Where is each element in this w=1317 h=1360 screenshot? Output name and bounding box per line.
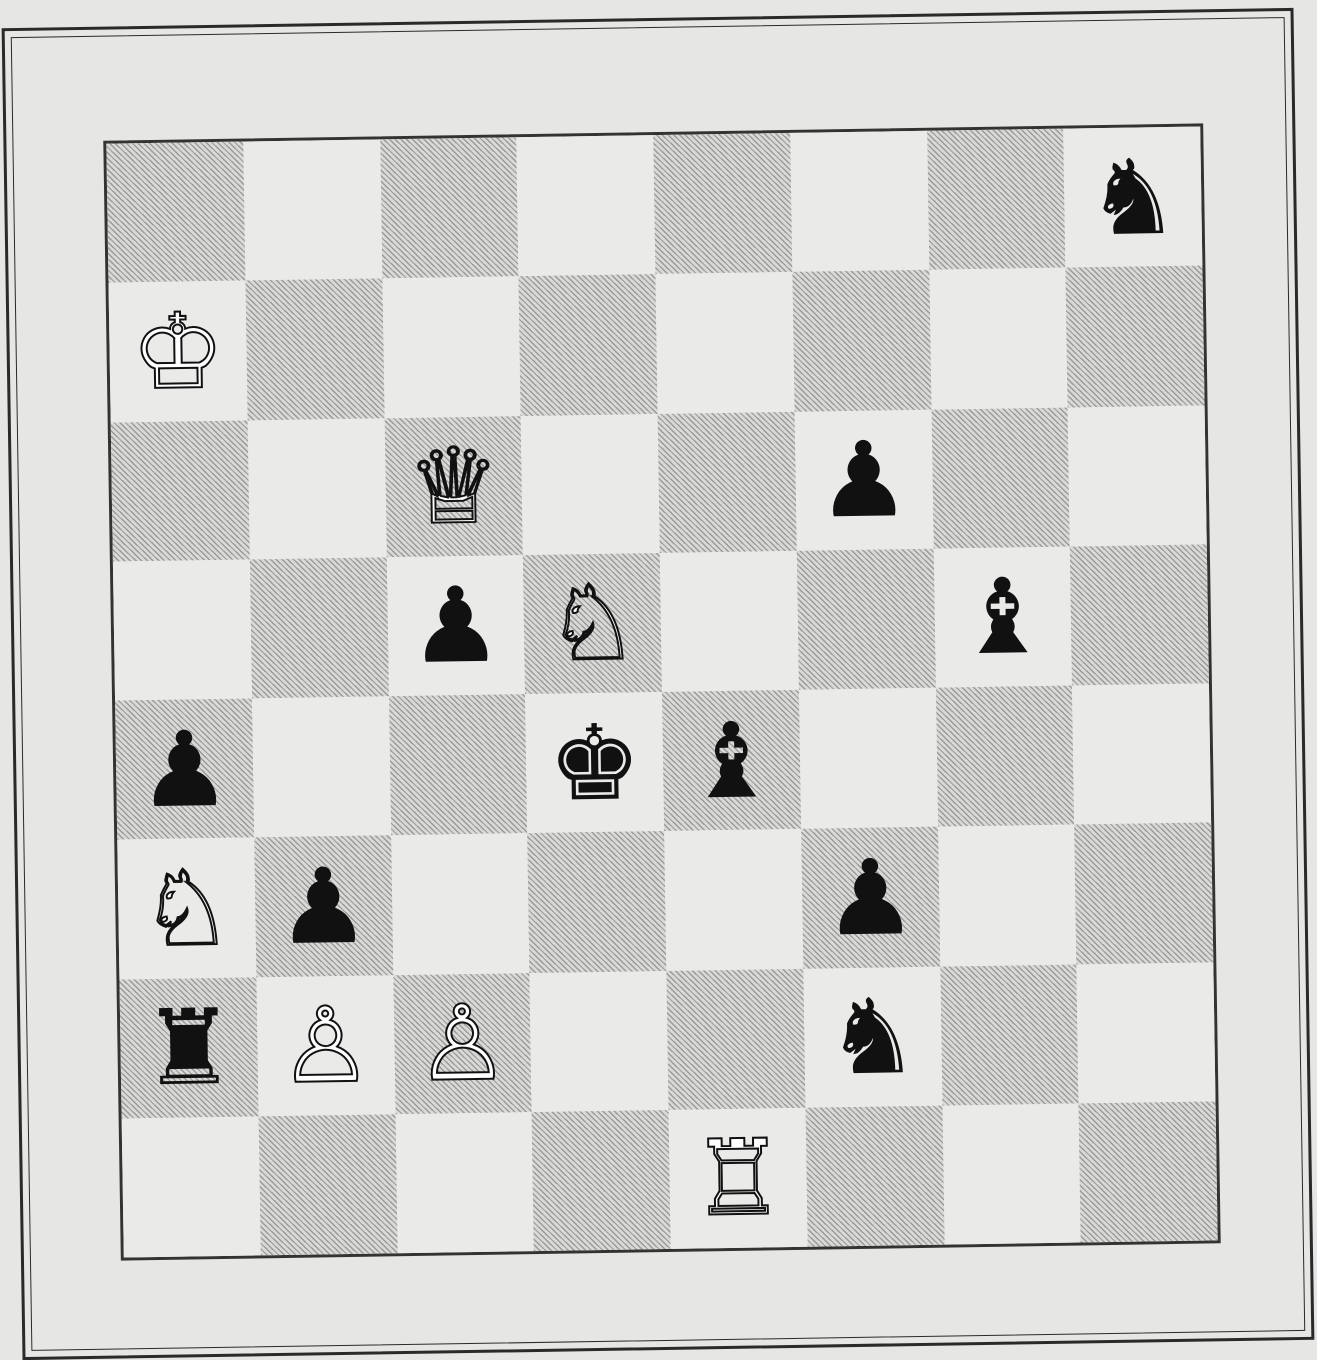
square-c8[interactable] [380, 137, 519, 278]
square-a1[interactable] [122, 1116, 261, 1257]
square-c2[interactable]: ♙ [393, 973, 532, 1114]
square-d5[interactable]: ♘ [523, 553, 662, 694]
square-f1[interactable] [805, 1105, 944, 1246]
square-g3[interactable] [938, 825, 1077, 966]
white-king-piece[interactable]: ♔ [131, 299, 226, 404]
square-a6[interactable] [111, 420, 250, 561]
square-g7[interactable] [929, 268, 1068, 409]
square-b3[interactable]: ♟ [254, 836, 393, 977]
square-f6[interactable]: ♟ [794, 409, 933, 550]
square-e4[interactable]: ♝ [662, 690, 801, 831]
black-bishop-piece[interactable]: ♝ [955, 564, 1050, 669]
square-e1[interactable]: ♖ [669, 1108, 808, 1249]
square-g4[interactable] [935, 686, 1074, 827]
white-pawn-piece[interactable]: ♙ [415, 991, 510, 1096]
square-a7[interactable]: ♔ [109, 281, 248, 422]
square-c7[interactable] [382, 276, 521, 417]
white-rook-piece[interactable]: ♖ [691, 1126, 786, 1231]
square-f8[interactable] [790, 131, 929, 272]
square-b2[interactable]: ♙ [256, 975, 395, 1116]
square-g8[interactable] [927, 129, 1066, 270]
square-e6[interactable] [658, 411, 797, 552]
square-h8[interactable]: ♞ [1063, 126, 1202, 267]
square-b4[interactable] [252, 696, 391, 837]
square-d2[interactable] [530, 970, 669, 1111]
black-knight-piece[interactable]: ♞ [1085, 144, 1180, 249]
square-c6[interactable]: ♕ [384, 416, 523, 557]
square-e2[interactable] [666, 968, 805, 1109]
black-rook-piece[interactable]: ♜ [141, 995, 236, 1100]
square-d1[interactable] [532, 1110, 671, 1251]
square-g2[interactable] [940, 964, 1079, 1105]
square-b8[interactable] [243, 139, 382, 280]
chess-board: ♞ ♔ ♕ ♟ ♟ ♘ ♝ ♟ ♚ ♝ ♘ ♟ ♟ ♜ ♙ ♙ ♞ ♖ [103, 123, 1220, 1260]
black-bishop-piece[interactable]: ♝ [684, 708, 779, 813]
black-pawn-piece[interactable]: ♟ [276, 853, 371, 958]
white-pawn-piece[interactable]: ♙ [278, 993, 373, 1098]
square-b6[interactable] [247, 418, 386, 559]
square-h2[interactable] [1077, 962, 1216, 1103]
square-g6[interactable] [931, 407, 1070, 548]
white-knight-piece[interactable]: ♘ [545, 571, 640, 676]
square-f5[interactable] [797, 548, 936, 689]
square-h6[interactable] [1068, 405, 1207, 546]
square-c4[interactable] [389, 694, 528, 835]
square-h4[interactable] [1072, 683, 1211, 824]
square-d4[interactable]: ♚ [525, 692, 664, 833]
black-king-piece[interactable]: ♚ [547, 710, 642, 815]
square-e8[interactable] [653, 133, 792, 274]
square-f7[interactable] [792, 270, 931, 411]
white-queen-piece[interactable]: ♕ [406, 434, 501, 539]
square-h3[interactable] [1074, 823, 1213, 964]
square-e3[interactable] [664, 829, 803, 970]
black-pawn-piece[interactable]: ♟ [816, 427, 911, 532]
square-a2[interactable]: ♜ [119, 977, 258, 1118]
square-h5[interactable] [1070, 544, 1209, 685]
square-c1[interactable] [395, 1112, 534, 1253]
black-knight-piece[interactable]: ♞ [825, 984, 920, 1089]
square-f3[interactable]: ♟ [801, 827, 940, 968]
square-e5[interactable] [660, 551, 799, 692]
black-pawn-piece[interactable]: ♟ [408, 573, 503, 678]
white-knight-piece[interactable]: ♘ [139, 856, 234, 961]
square-b7[interactable] [245, 279, 384, 420]
square-g1[interactable] [942, 1103, 1081, 1244]
square-c5[interactable]: ♟ [386, 555, 525, 696]
square-a4[interactable]: ♟ [115, 698, 254, 839]
square-h1[interactable] [1079, 1101, 1218, 1242]
square-a5[interactable] [113, 559, 252, 700]
square-a8[interactable] [106, 142, 245, 283]
square-b1[interactable] [258, 1114, 397, 1255]
square-d3[interactable] [527, 831, 666, 972]
square-d7[interactable] [519, 274, 658, 415]
square-f4[interactable] [799, 688, 938, 829]
black-pawn-piece[interactable]: ♟ [823, 845, 918, 950]
square-d6[interactable] [521, 414, 660, 555]
square-b5[interactable] [250, 557, 389, 698]
square-g5[interactable]: ♝ [933, 546, 1072, 687]
square-e7[interactable] [655, 272, 794, 413]
square-c3[interactable] [391, 833, 530, 974]
black-pawn-piece[interactable]: ♟ [137, 716, 232, 821]
square-a3[interactable]: ♘ [117, 838, 256, 979]
square-d8[interactable] [517, 135, 656, 276]
square-h7[interactable] [1066, 266, 1205, 407]
square-f2[interactable]: ♞ [803, 966, 942, 1107]
